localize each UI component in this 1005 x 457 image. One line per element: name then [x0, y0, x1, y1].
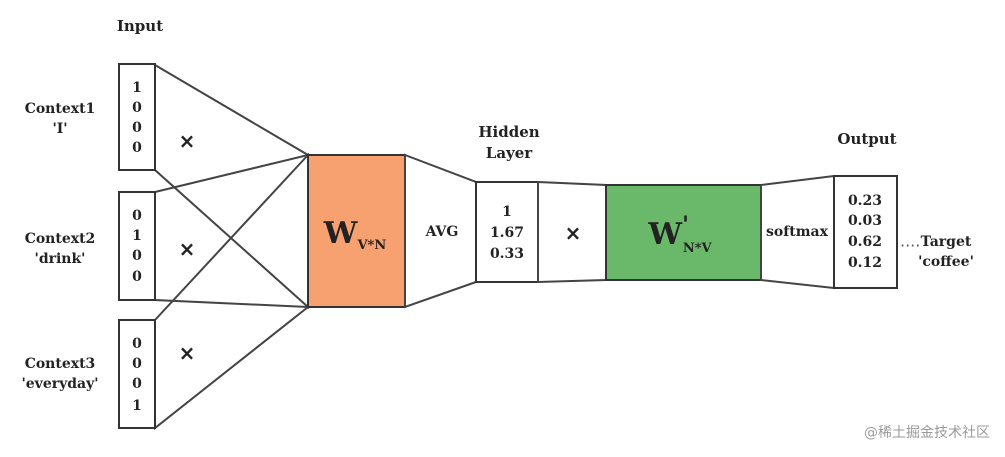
- hidden-layer-label-line2: Layer: [486, 144, 534, 162]
- softmax-label: softmax: [766, 224, 829, 240]
- avg-label: AVG: [425, 224, 459, 240]
- w-matrix-box: [307, 154, 406, 308]
- hidden-vector-box: [475, 181, 539, 283]
- context3-name: Context3: [25, 356, 96, 372]
- projection-context2: [154, 153, 309, 309]
- output-label: Output: [837, 130, 896, 148]
- context2-name: Context2: [25, 231, 96, 247]
- context3-v0: 0: [132, 336, 142, 352]
- multiply-sign-1: ×: [179, 129, 196, 153]
- context1-v2: 0: [132, 120, 142, 136]
- projection-context3: [154, 152, 309, 431]
- target-word: 'coffee': [918, 254, 974, 270]
- output-v1: 0.03: [848, 213, 882, 229]
- multiply-sign-3: ×: [179, 341, 196, 365]
- w-matrix-label: WV*N: [323, 216, 387, 253]
- multiply-sign-2: ×: [179, 237, 196, 261]
- target-name: Target: [921, 234, 972, 250]
- output-v0: 0.23: [848, 193, 882, 209]
- context1-vector-box: [118, 63, 156, 171]
- watermark: @稀土掘金技术社区: [864, 425, 990, 441]
- context2-vector-box: [118, 191, 156, 301]
- w-matrix-main: W: [323, 216, 359, 251]
- hidden-layer-label-line1: Hidden: [478, 123, 539, 141]
- w-prime-matrix-main: W: [647, 217, 683, 252]
- context3-v3: 1: [132, 398, 142, 414]
- w-matrix-sub: V*N: [356, 238, 386, 253]
- context2-v2: 0: [132, 248, 142, 264]
- context3-v1: 0: [132, 356, 142, 372]
- context3-v2: 0: [132, 376, 142, 392]
- context2-v0: 0: [132, 208, 142, 224]
- context1-word: 'I': [52, 121, 67, 137]
- context1-v1: 0: [132, 100, 142, 116]
- context1-v0: 1: [132, 80, 142, 96]
- input-label: Input: [117, 17, 163, 35]
- context2-word: 'drink': [35, 251, 86, 267]
- output-v2: 0.62: [848, 234, 882, 250]
- hidden-v1: 1.67: [490, 225, 524, 241]
- output-vector-box: [833, 175, 898, 289]
- context3-vector-box: [118, 319, 156, 429]
- context1-v3: 0: [132, 140, 142, 156]
- hidden-v0: 1: [502, 204, 512, 220]
- context2-v3: 0: [132, 269, 142, 285]
- output-v3: 0.12: [848, 255, 882, 271]
- context1-name: Context1: [25, 101, 96, 117]
- w-prime-matrix-sub: N*V: [683, 241, 713, 256]
- w-prime-matrix-prime: ': [682, 212, 689, 238]
- context2-v1: 1: [132, 228, 142, 244]
- w-prime-matrix-label: W' N*V: [647, 212, 712, 256]
- multiply-sign-4: ×: [565, 221, 582, 245]
- target-connector: ····: [900, 236, 920, 255]
- hidden-v2: 0.33: [490, 246, 524, 262]
- context3-word: 'everyday': [21, 376, 98, 392]
